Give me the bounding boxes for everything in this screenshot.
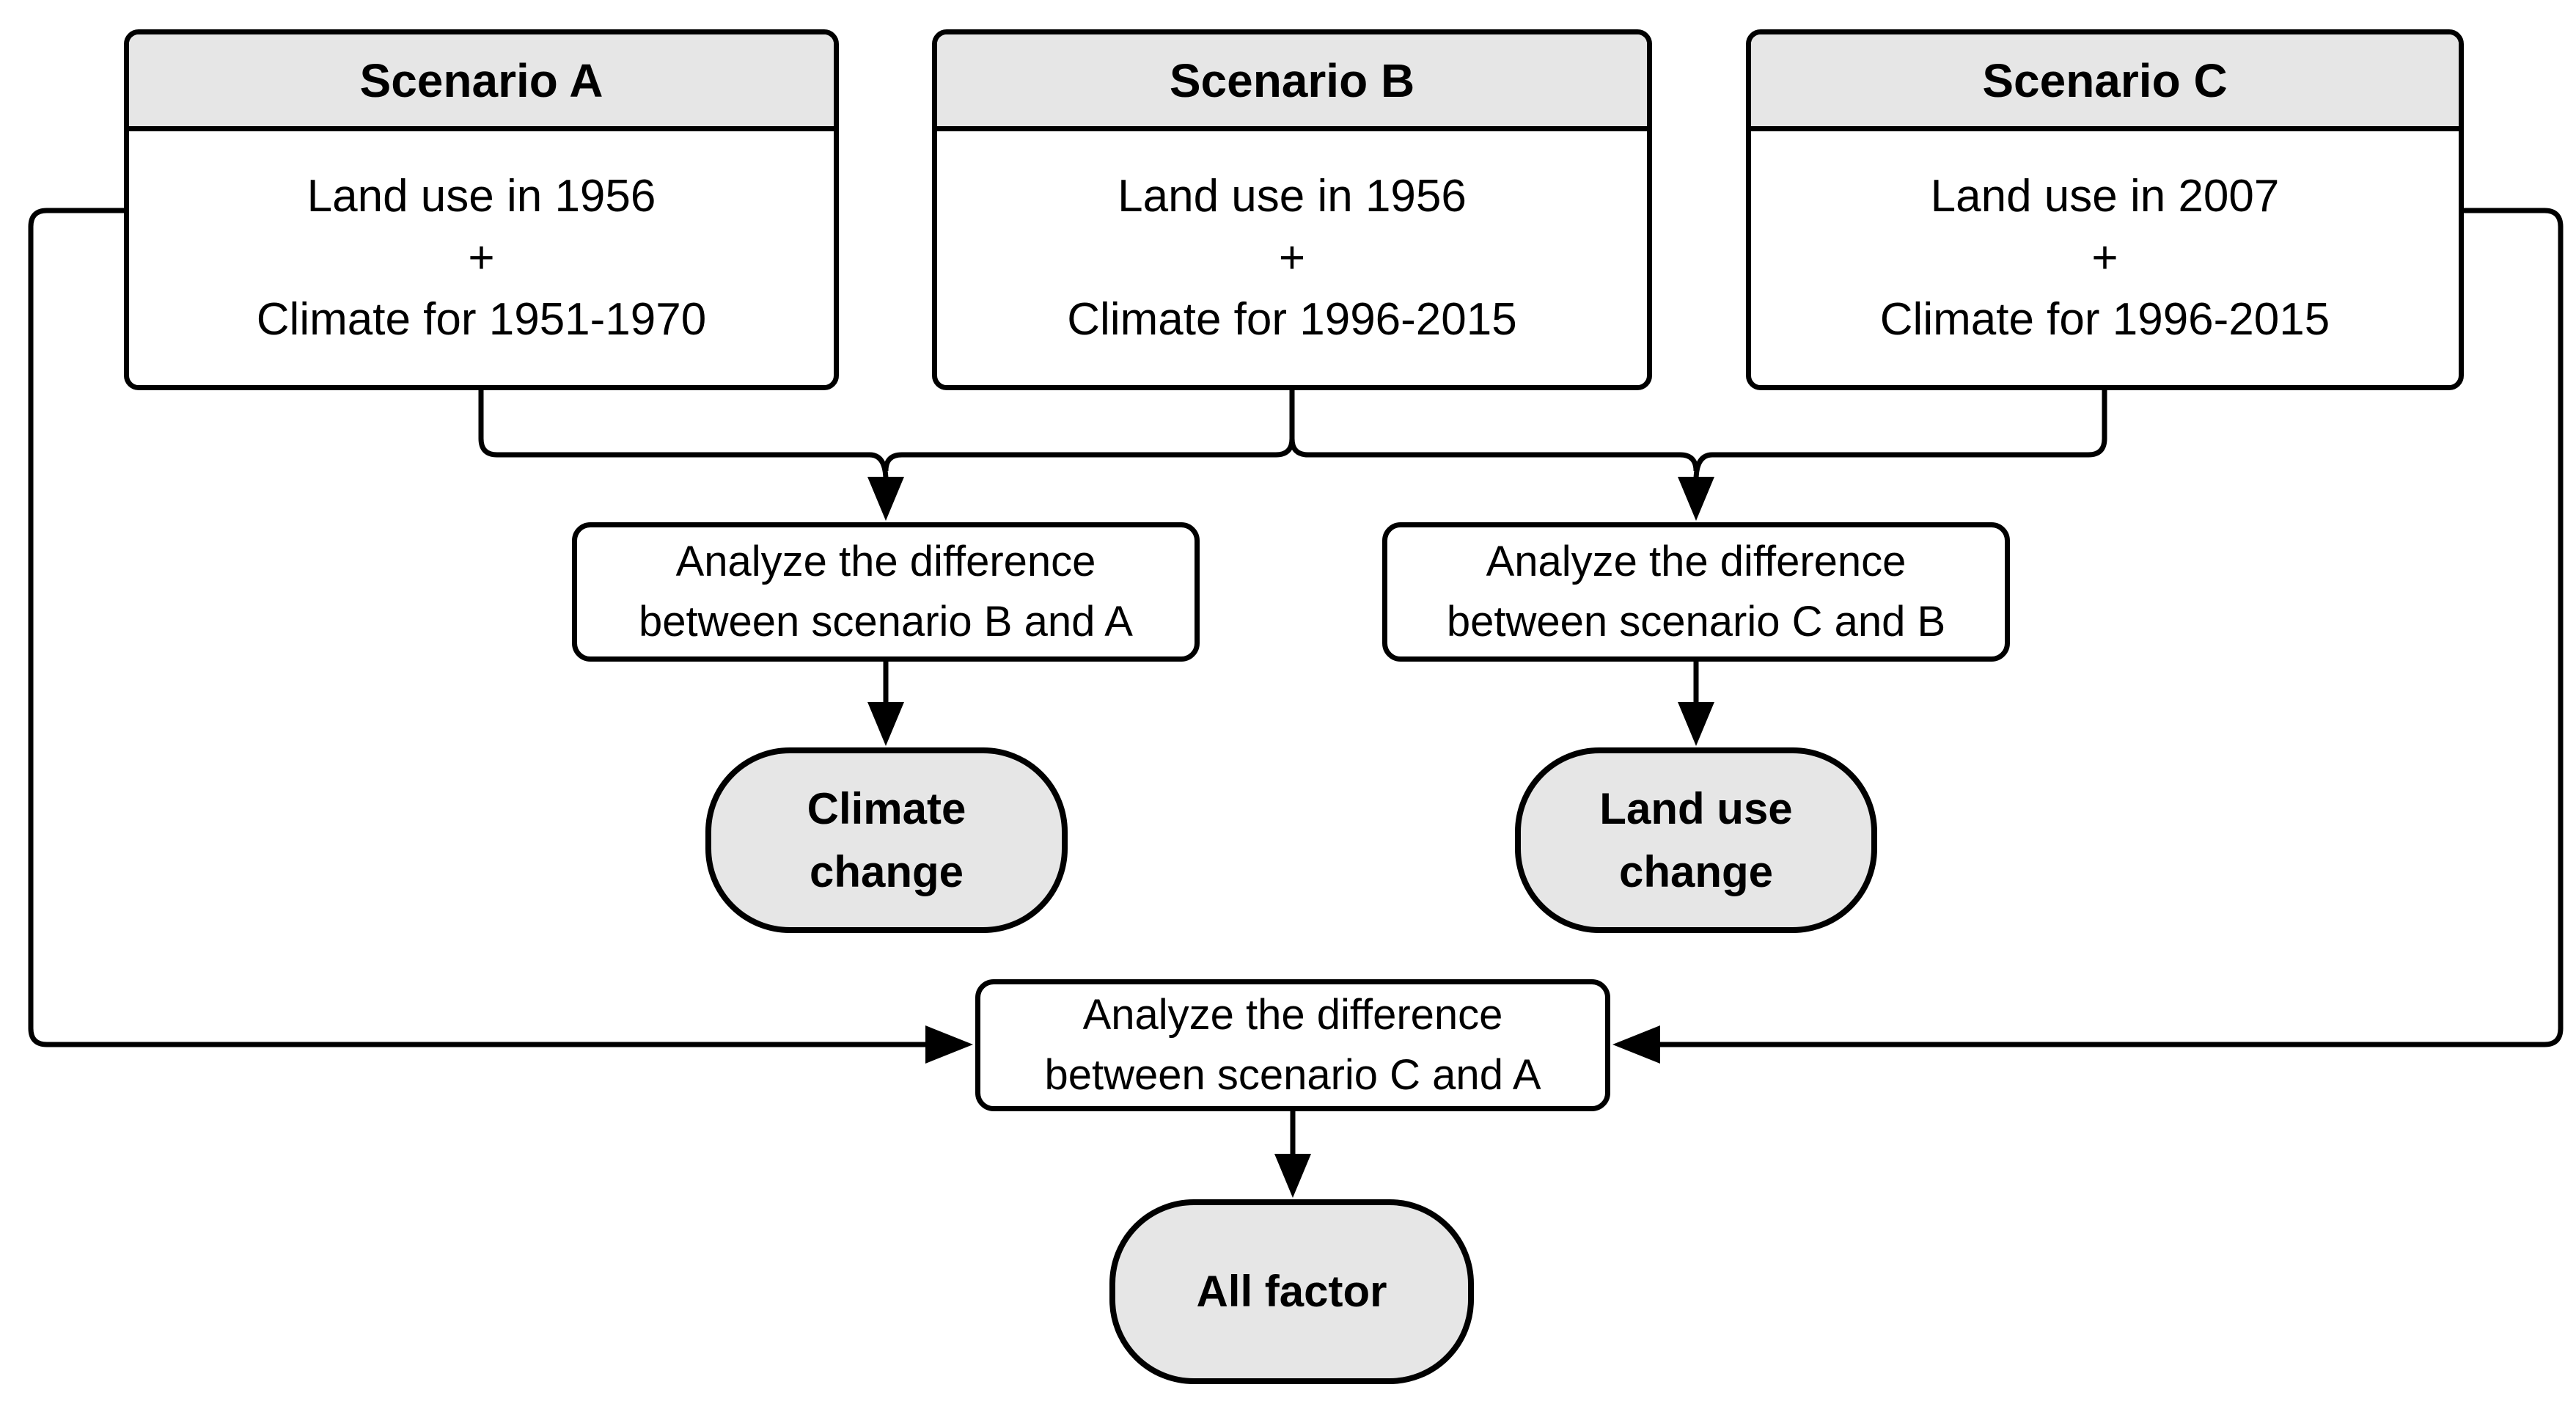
connector-scenario-b-to-merge-right: [1289, 390, 1699, 472]
land-use-change-pill: Land use change: [1515, 747, 1877, 933]
arrowhead-analysis-ca-right-icon: [1612, 1025, 1660, 1064]
all-factor-pill: All factor: [1109, 1199, 1474, 1384]
analysis-c-vs-a-box: Analyze the difference between scenario …: [975, 979, 1610, 1111]
connector-scenario-b-to-merge-left: [883, 390, 1295, 472]
connector-scenario-c-to-merge-right: [1693, 390, 2107, 481]
scenario-c-plus-text: +: [2091, 233, 2118, 284]
analysis-c-vs-b-line2: between scenario C and B: [1446, 598, 1946, 645]
scenario-c-box: Scenario C Land use in 2007 + Climate fo…: [1746, 29, 2464, 390]
connector-scenario-a-to-analysis-ca: [28, 208, 925, 1047]
scenario-a-box: Scenario A Land use in 1956 + Climate fo…: [124, 29, 839, 390]
scenario-b-climate-text: Climate for 1996-2015: [1067, 293, 1517, 345]
scenario-a-climate-text: Climate for 1951-1970: [256, 293, 707, 345]
analysis-c-vs-a-line2: between scenario C and A: [1044, 1051, 1541, 1099]
climate-change-pill: Climate change: [705, 747, 1068, 933]
climate-change-line1: Climate: [807, 784, 966, 834]
scenario-b-box: Scenario B Land use in 1956 + Climate fo…: [932, 29, 1652, 390]
arrowhead-merge-left-icon: [867, 477, 904, 521]
analysis-b-vs-a-box: Analyze the difference between scenario …: [572, 522, 1200, 662]
scenario-a-plus-text: +: [468, 233, 495, 284]
scenario-a-body: Land use in 1956 + Climate for 1951-1970: [129, 131, 834, 385]
scenario-c-body: Land use in 2007 + Climate for 1996-2015: [1751, 131, 2459, 385]
arrowhead-analysis-ca-left-icon: [925, 1025, 973, 1064]
scenario-c-climate-text: Climate for 1996-2015: [1879, 293, 2330, 345]
land-use-change-line2: change: [1618, 846, 1774, 896]
scenario-c-header: Scenario C: [1751, 34, 2459, 131]
analysis-b-vs-a-line2: between scenario B and A: [639, 598, 1133, 645]
arrowhead-climate-change-icon: [867, 702, 904, 746]
scenario-b-body: Land use in 1956 + Climate for 1996-2015: [937, 131, 1647, 385]
land-use-change-line1: Land use: [1599, 784, 1793, 834]
scenario-b-plus-text: +: [1278, 233, 1306, 284]
climate-change-line2: change: [809, 846, 964, 896]
analysis-c-vs-a-line1: Analyze the difference: [1082, 990, 1503, 1039]
arrowhead-merge-right-icon: [1678, 477, 1714, 521]
scenario-b-land-use-text: Land use in 1956: [1118, 171, 1467, 222]
all-factor-label: All factor: [1196, 1267, 1387, 1317]
arrowhead-all-factor-icon: [1274, 1154, 1311, 1198]
analysis-c-vs-b-line1: Analyze the difference: [1486, 537, 1907, 585]
connector-scenario-c-to-analysis-ca: [1660, 208, 2564, 1047]
scenario-c-land-use-text: Land use in 2007: [1930, 171, 2280, 222]
connector-scenario-a-to-merge-left: [478, 390, 889, 481]
scenario-b-header: Scenario B: [937, 34, 1647, 131]
scenario-a-header: Scenario A: [129, 34, 834, 131]
scenario-a-land-use-text: Land use in 1956: [307, 171, 656, 222]
analysis-b-vs-a-line1: Analyze the difference: [675, 537, 1096, 585]
arrowhead-land-use-change-icon: [1678, 702, 1714, 746]
analysis-c-vs-b-box: Analyze the difference between scenario …: [1382, 522, 2010, 662]
